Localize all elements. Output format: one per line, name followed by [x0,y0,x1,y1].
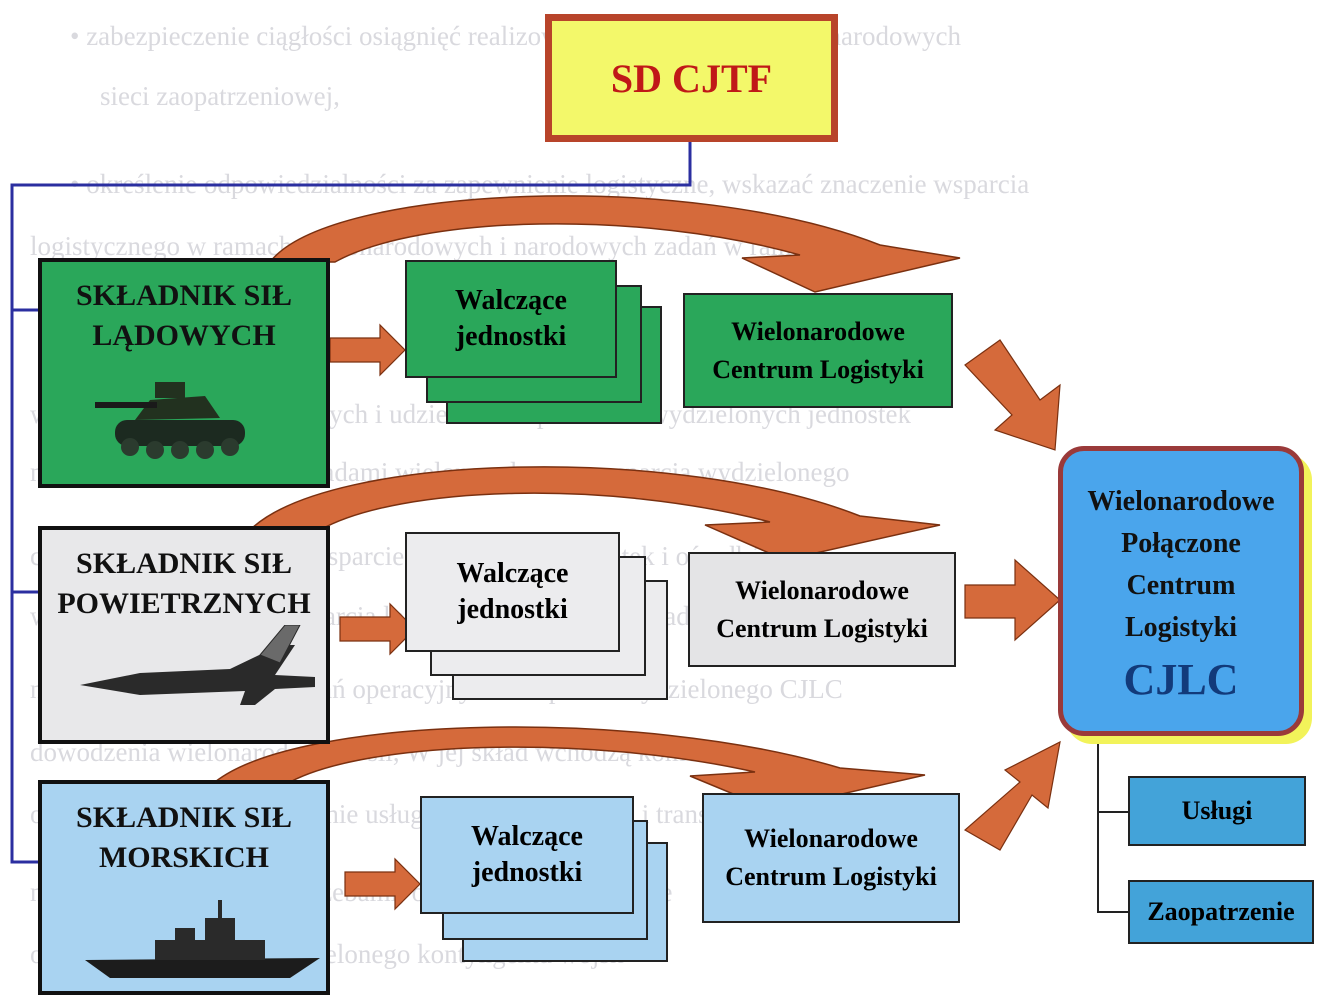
air-units-line1: Walczące [456,558,569,589]
land-to-cjlc-arrow [964,339,1061,451]
sea-units-box: Walczące jednostki [420,796,634,914]
land-curved-arrow [268,195,961,293]
air-units-line2: jednostki [457,594,568,625]
sea-curved-arrow [212,726,926,811]
cjlc-line1: Wielonarodowe [1087,486,1275,517]
tank-icon [95,382,245,459]
supply-label: Zaopatrzenie [1147,897,1295,926]
land-units-line2: jednostki [455,321,567,352]
cjlc-line2: Połączone [1121,528,1241,559]
air-curved-arrow [248,466,941,561]
sea-component-line1: SKŁADNIK SIŁ [76,801,292,834]
services-box: Usługi [1128,776,1306,846]
land-component-line1: SKŁADNIK SIŁ [76,279,292,312]
cjlc-line3: Centrum [1126,570,1236,601]
sea-component-line2: MORSKICH [98,841,269,874]
cjlc-line4: Logistyki [1124,612,1238,643]
jet-icon [80,625,315,705]
command-box: SD CJTF [545,14,838,142]
land-units-box: Walczące jednostki [405,260,617,378]
land-unit-arrow [329,323,406,377]
sea-mnlc-line1: Wielonarodowe [744,824,918,853]
services-label: Usługi [1181,796,1253,825]
sea-mnlc-line2: Centrum Logistyki [725,862,937,891]
sea-units-line2: jednostki [471,857,583,888]
sea-to-cjlc-arrow [963,740,1061,851]
land-mnlc-line1: Wielonarodowe [731,316,905,346]
cjlc-box: Wielonarodowe Połączone Centrum Logistyk… [1058,446,1304,736]
cjlc-branch-connector [1097,736,1128,913]
cjlc-code: CJLC [1123,655,1239,704]
air-mnlc-line2: Centrum Logistyki [716,613,928,643]
land-mnlc-box: Wielonarodowe Centrum Logistyki [683,293,953,408]
command-connector [10,142,692,864]
air-mnlc-box: Wielonarodowe Centrum Logistyki [688,552,956,667]
land-mnlc-line2: Centrum Logistyki [712,354,924,384]
sea-mnlc-box: Wielonarodowe Centrum Logistyki [702,793,960,923]
air-unit-arrow [339,602,416,656]
air-units-box: Walczące jednostki [405,532,620,652]
sea-unit-arrow [344,857,421,911]
command-label: SD CJTF [610,55,773,101]
ship-icon [85,900,320,978]
land-component-line2: LĄDOWYCH [92,319,276,352]
air-mnlc-line1: Wielonarodowe [735,575,909,605]
supply-box: Zaopatrzenie [1128,880,1314,944]
sea-units-line1: Walczące [471,821,583,852]
land-units-line1: Walczące [455,285,567,316]
air-component-line2: POWIETRZNYCH [57,587,311,620]
air-to-cjlc-arrow [964,558,1061,642]
air-component-line1: SKŁADNIK SIŁ [76,547,292,580]
